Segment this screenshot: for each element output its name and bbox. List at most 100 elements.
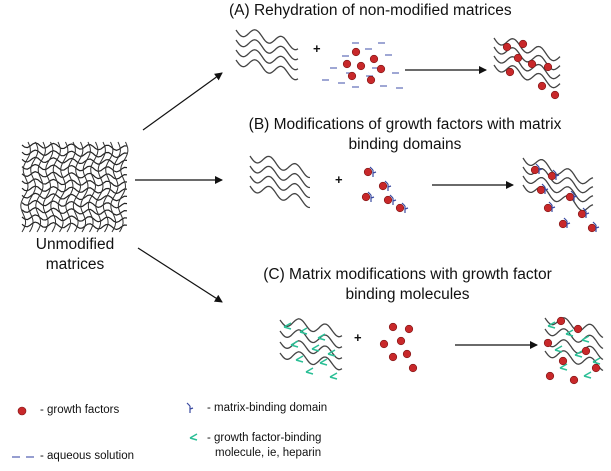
panel-c [279, 316, 604, 385]
panel-b-title-line2: binding domains [348, 136, 462, 153]
growth-factor [518, 39, 528, 49]
panel-b-matrix [249, 155, 311, 209]
matrix-fiber [522, 157, 594, 185]
matrix-binding-domain [369, 166, 377, 177]
panel-c-heparin-matrix [279, 318, 343, 380]
heparin-molecule [283, 322, 292, 330]
growth-factor [547, 171, 557, 181]
panel-b-modified-growth-factors [361, 166, 409, 213]
panel-a-plus: + [313, 41, 321, 56]
panel-b-title-line1: (B) Modifications of growth factors with… [248, 116, 562, 133]
matrix-fiber [544, 339, 604, 361]
weave-fiber-vertical [95, 141, 106, 233]
growth-factor [408, 363, 418, 373]
growth-factor [356, 61, 366, 71]
weave-fiber-horizontal [21, 156, 128, 166]
panel-a-title: (A) Rehydration of non-modified matrices [229, 2, 512, 19]
growth-factor [369, 54, 379, 64]
weave-fiber-vertical [102, 141, 114, 233]
heparin-molecule [290, 340, 299, 348]
panel-c-plus: + [354, 330, 362, 345]
heparin-molecule [559, 363, 568, 371]
heparin-molecule [547, 321, 556, 329]
growth-factor [537, 81, 547, 91]
weave-fiber-vertical [35, 141, 46, 233]
growth-factor [581, 346, 591, 356]
matrix-binding-domain [582, 207, 590, 218]
matrix-fiber [249, 185, 311, 209]
growth-factor [513, 53, 523, 63]
matrix-fiber [544, 328, 604, 350]
panel-a-result-matrix [493, 37, 561, 100]
arrow-to-panel-c [137, 247, 223, 303]
matrix-binding-domain [535, 163, 543, 174]
heparin-molecule [311, 344, 320, 352]
legend-gf-binding-line2: molecule, ie, heparin [215, 447, 322, 459]
heparin-molecule [581, 335, 590, 343]
panel-c-title-line1: (C) Matrix modifications with growth fac… [263, 266, 552, 283]
growth-factor [505, 67, 515, 77]
matrix-fiber [522, 184, 594, 212]
matrix-binding-domain [186, 402, 194, 413]
panel-c-title: (C) Matrix modifications with growth fac… [230, 265, 585, 305]
heparin-molecule [189, 433, 198, 441]
growth-factor [361, 192, 371, 202]
panel-a-growth-factors-in-solution [322, 42, 403, 89]
growth-factor [342, 59, 352, 69]
weave-fiber-vertical [87, 141, 99, 233]
heparin-molecule [592, 357, 601, 365]
growth-factor [591, 363, 601, 373]
panel-a-matrix [235, 29, 299, 81]
matrix-fiber [249, 155, 311, 179]
growth-factor [527, 59, 537, 69]
heparin-molecule [554, 345, 563, 353]
growth-factor [558, 219, 568, 229]
matrix-fiber [235, 59, 299, 81]
weave-fiber-vertical [20, 141, 31, 233]
weave-fiber-vertical [117, 141, 129, 233]
matrix-binding-domain [552, 169, 560, 180]
matrix-binding-domain [384, 180, 392, 191]
weave-fiber-vertical [72, 141, 84, 233]
growth-factor [573, 324, 583, 334]
heparin-molecule [583, 371, 592, 379]
matrix-fiber [235, 39, 299, 61]
heparin-molecule [317, 333, 326, 341]
growth-factor [556, 316, 566, 326]
growth-factor [351, 47, 361, 57]
panel-c-title-line2: binding molecules [345, 286, 470, 303]
matrix-fiber [249, 165, 311, 189]
matrix-fiber [279, 329, 343, 349]
legend-gf-binding-line1: - growth factor-binding [207, 432, 322, 444]
growth-factor [543, 62, 553, 72]
legend-growth-factor-icon [17, 406, 27, 416]
heparin-molecule [299, 327, 308, 335]
matrix-binding-domain [592, 221, 600, 232]
growth-factor [558, 356, 568, 366]
growth-factor [379, 339, 389, 349]
growth-factor [395, 203, 405, 213]
matrix-fiber [522, 175, 594, 203]
growth-factor [388, 352, 398, 362]
weave-fiber-horizontal [21, 214, 128, 223]
weave-fiber-vertical [57, 141, 69, 233]
growth-factor [565, 192, 575, 202]
growth-factor [536, 185, 546, 195]
weave-fiber-vertical [110, 141, 121, 233]
weave-fiber-vertical [27, 141, 39, 233]
weave-fiber-horizontal [21, 171, 128, 180]
panel-b-result-matrix [522, 157, 600, 233]
weave-fiber-horizontal [21, 178, 128, 187]
legend-gf-binding-label: - growth factor-binding molecule, ie, he… [207, 431, 321, 461]
growth-factor [378, 181, 388, 191]
growth-factor [396, 336, 406, 346]
growth-factor [530, 165, 540, 175]
unmodified-matrices-label: Unmodified matrices [20, 235, 130, 275]
growth-factor [376, 64, 386, 74]
matrix-fiber [235, 29, 299, 51]
heparin-molecule [329, 372, 338, 380]
legend-growth-factors-label: - growth factors [40, 404, 120, 416]
legend-matrix-binding-domain-label: - matrix-binding domain [207, 402, 328, 414]
weave-fiber-horizontal [21, 185, 128, 195]
